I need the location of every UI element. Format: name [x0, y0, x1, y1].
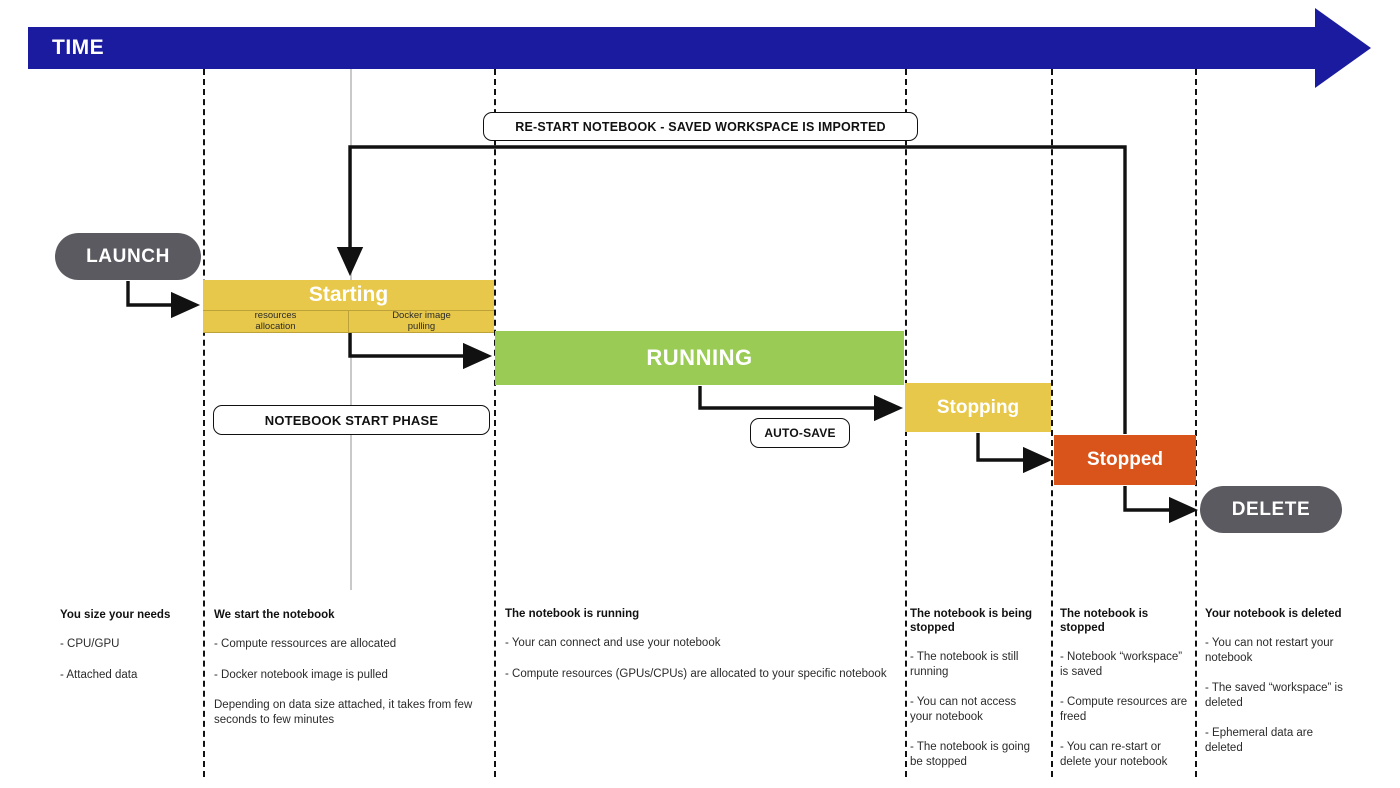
note-item: - Your can connect and use your notebook	[505, 637, 721, 649]
phase-bar-starting[interactable]: Starting	[203, 280, 494, 310]
phase-bar-running[interactable]: RUNNING	[495, 331, 904, 385]
note-heading: You size your needs	[60, 609, 171, 621]
launch-pill[interactable]: LAUNCH	[55, 233, 201, 280]
subband-line-1: Docker image	[392, 310, 451, 321]
note-column-start-notebook: We start the notebook - Compute ressourc…	[214, 608, 489, 743]
arrow-stopped-to-delete	[1123, 486, 1199, 524]
arrow-launch-to-starting	[126, 281, 201, 319]
note-item: - Ephemeral data are deleted	[1205, 727, 1314, 754]
note-heading: Your notebook is deleted	[1205, 608, 1342, 620]
note-heading: The notebook is stopped	[1060, 608, 1149, 634]
note-column-running: The notebook is running - Your can conne…	[505, 607, 890, 697]
subband-line-2: allocation	[255, 320, 296, 332]
guide-line-1	[203, 69, 205, 777]
subband-line-1: resources	[254, 310, 297, 321]
time-axis-arrowhead	[1315, 8, 1371, 88]
note-heading: We start the notebook	[214, 609, 335, 621]
callout-notebook-start-phase: NOTEBOOK START PHASE	[213, 405, 490, 435]
note-item: - CPU/GPU	[60, 638, 120, 650]
note-column-size-needs: You size your needs - CPU/GPU - Attached…	[60, 608, 190, 698]
callout-auto-save: AUTO-SAVE	[750, 418, 850, 448]
arrow-stopping-to-stopped	[976, 433, 1053, 474]
note-item: - You can not restart your notebook	[1205, 637, 1334, 664]
note-item: - Compute resources are freed	[1060, 696, 1188, 723]
note-column-deleted: Your notebook is deleted - You can not r…	[1205, 607, 1345, 771]
note-item: - The notebook is still running	[910, 651, 1019, 678]
guide-line-2	[494, 69, 496, 777]
note-item: - Attached data	[60, 668, 138, 681]
note-column-being-stopped: The notebook is being stopped - The note…	[910, 607, 1040, 785]
note-item: - Compute resources (GPUs/CPUs) are allo…	[505, 667, 887, 680]
guide-line-4	[1051, 69, 1053, 777]
callout-restart-notebook: RE-START NOTEBOOK - SAVED WORKSPACE IS I…	[483, 112, 918, 141]
note-item: - Compute ressources are allocated	[214, 638, 397, 650]
phase-bar-stopping[interactable]: Stopping	[905, 383, 1051, 432]
note-item: - Docker notebook image is pulled	[214, 668, 388, 681]
arrow-starting-to-running	[348, 332, 493, 370]
note-item: - Notebook “workspace” is saved	[1060, 651, 1183, 678]
delete-pill[interactable]: DELETE	[1200, 486, 1342, 533]
subband-line-2: pulling	[407, 320, 436, 332]
note-item: - You can not access your notebook	[910, 696, 1017, 723]
note-item: - You can re-start or delete your notebo…	[1060, 741, 1168, 768]
time-axis-bar	[28, 27, 1318, 69]
time-axis-label: TIME	[52, 36, 105, 59]
note-item: Depending on data size attached, it take…	[214, 699, 473, 726]
note-item: - The notebook is going be stopped	[910, 741, 1030, 768]
arrow-running-to-stopping	[698, 386, 904, 422]
guide-line-5	[1195, 69, 1197, 777]
note-heading: The notebook is running	[505, 608, 640, 620]
note-column-stopped: The notebook is stopped - Notebook “work…	[1060, 607, 1188, 785]
note-item: - The saved “workspace” is deleted	[1205, 682, 1343, 709]
note-heading: The notebook is being stopped	[910, 608, 1033, 634]
phase-bar-stopped[interactable]: Stopped	[1054, 435, 1196, 485]
